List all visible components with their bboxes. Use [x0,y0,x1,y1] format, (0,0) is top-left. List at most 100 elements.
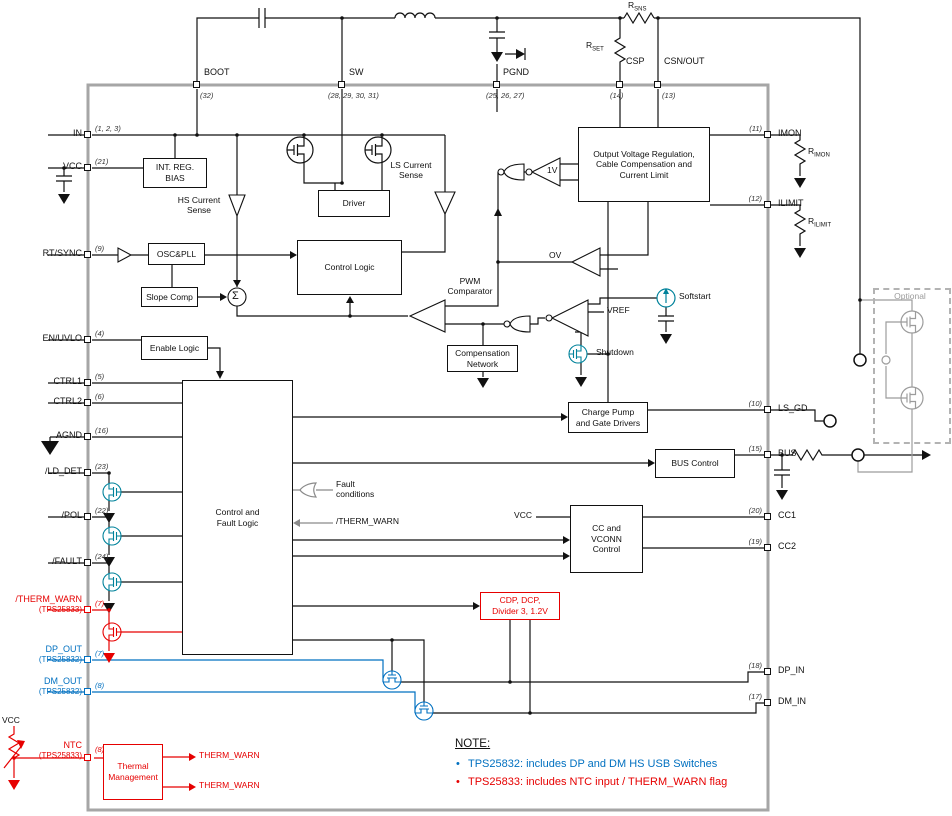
pin-vcc [84,164,91,171]
pin-ntc-sublabel: (TPS25833) [38,751,82,760]
hs-current-sense-label: HS Current Sense [177,195,221,215]
optional-circuit-box [873,288,951,444]
ls-current-sense-label: LS Current Sense [390,160,432,180]
softstart-icon [656,288,676,308]
pin-dm-out-number: (8) [95,681,105,690]
wires-blue [48,659,416,713]
therm-warn-out1-label: THERM_WARN [199,750,260,760]
pin-ctrl1-number: (5) [95,372,105,381]
pin-ctrl1 [84,379,91,386]
1v-comparator-icon [530,157,561,187]
sync-buffer-icon [117,247,133,263]
bullet-icon: • [456,776,460,788]
pin-ls-gd [764,406,771,413]
fault-conditions-label: Fault conditions [336,479,375,499]
pin-cc1-number: (20) [748,506,762,515]
pin-pol-label: /POL [61,510,82,520]
block-thermal-management: Thermal Management [103,744,163,800]
pin-fault [84,559,91,566]
pin-ls-gd-label: LS_GD [778,403,808,413]
pin-bus-number: (15) [748,444,762,453]
pin-ilimit-label: ILIMIT [778,198,804,208]
pin-imon [764,131,771,138]
optional-label: Optional [894,291,926,301]
pin-in-number: (1, 2, 3) [95,124,121,133]
amps-and-comparators [117,157,601,337]
pin-fault-number: (24) [95,552,109,561]
pin-dm-in-number: (17) [748,692,762,701]
pin-agnd-number: (16) [95,426,109,435]
block-driver: Driver [318,190,390,217]
junction-dots-red [12,608,111,760]
pin-dp-out-label: DP_OUT [45,644,82,654]
pin-ilimit-number: (12) [748,194,762,203]
pin-dp-out-number: (7) [95,649,105,658]
block-cdp-dcp: CDP, DCP, Divider 3, 1.2V [480,592,560,620]
pin-ntc [84,754,91,761]
pin-ld-det-number: (23) [95,462,109,471]
pin-csn-out-label: CSN/OUT [664,56,705,66]
pin-ld-det [84,469,91,476]
inverter-bubble-icon [545,314,553,322]
vref-label: VREF [607,305,630,315]
ls-sense-amp-icon [434,191,456,216]
pin-in [84,131,91,138]
pin-csp-label: CSP [626,56,645,66]
bus-terminal-icon [851,448,865,462]
pin-dp-in [764,668,771,675]
pin-pol-number: (22) [95,506,109,515]
gate-terminal-icon [881,355,891,365]
shutdown-fet-icon [568,344,588,364]
pin-pgnd-number: (25, 26, 27) [486,91,525,100]
bullet-icon: • [456,758,460,770]
pin-sw-number: (28, 29, 30, 31) [328,91,379,100]
fault-fet-icon [102,572,122,592]
pin-dp-out [84,656,91,663]
ic-boundary [86,83,770,812]
block-control-logic: Control Logic [297,240,402,295]
pwm-comparator-label: PWM Comparator [447,276,493,296]
pin-dm-in [764,699,771,706]
therm-warn-signal-label: /THERM_WARN [336,516,399,526]
note-item-tps25833: •TPS25833: includes NTC input / THERM_WA… [456,776,728,788]
pin-ld-det-label: /LD_DET [44,466,82,476]
ov-label: OV [549,250,562,260]
hs-sense-amp-icon [228,194,246,218]
pin-therm-warn-number: (7) [95,599,105,608]
pin-cc1 [764,513,771,520]
wires-optional [857,299,913,473]
rset-label: RSET [586,40,604,53]
pin-cc2-number: (19) [748,537,762,546]
ld-det-fet-icon [102,482,122,502]
pin-dm-in-label: DM_IN [778,696,807,706]
pin-fault-label: /FAULT [52,556,82,566]
out-terminal-icon [853,353,867,367]
dm-switch-fet-icon [414,701,434,721]
pin-csp-number: (14) [610,91,624,100]
block-compensation-network: Compensation Network [447,345,518,372]
therm-warn-out2-label: THERM_WARN [199,780,260,790]
summing-node-icon [227,287,247,307]
pin-sw-label: SW [349,67,364,77]
logic-gate-icon [503,163,525,181]
pin-csn-out [654,81,661,88]
note-title: NOTE: [455,738,491,750]
pin-agnd [84,433,91,440]
pin-imon-label: IMON [778,128,802,138]
pin-rt-sync-number: (9) [95,244,105,253]
pin-ntc-label: NTC [63,740,83,750]
pin-ctrl2-number: (6) [95,392,105,401]
pin-vcc-number: (21) [95,157,109,166]
pin-csp [616,81,623,88]
pin-pgnd [493,81,500,88]
pin-pgnd-label: PGND [503,67,530,77]
ov-comparator-icon [570,247,601,277]
pin-csn-out-number: (13) [662,91,676,100]
pin-boot-label: BOOT [204,67,230,77]
junction-dots [62,16,862,715]
pin-rt-sync [84,251,91,258]
block-output-voltage-regulation: Output Voltage Regulation, Cable Compens… [578,127,710,202]
pin-imon-number: (11) [749,124,762,133]
